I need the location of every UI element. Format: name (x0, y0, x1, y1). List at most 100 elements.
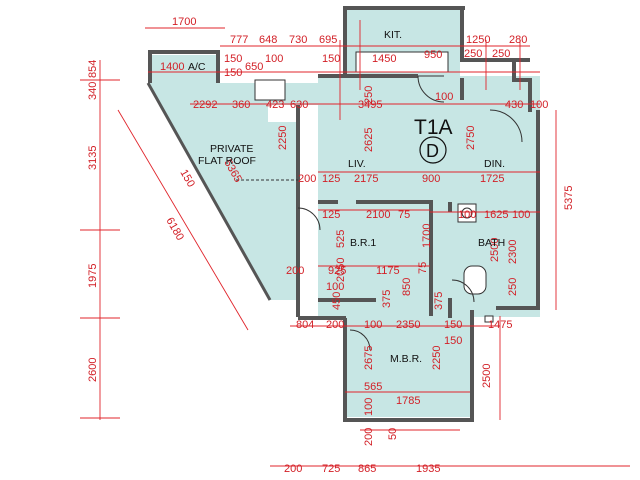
dim-label: 100 (458, 209, 476, 221)
ac-area (148, 55, 218, 83)
shower-tray-icon (484, 315, 494, 323)
bottom-dimensions: 200 725 865 1935 (284, 463, 440, 475)
dim-label: 1785 (396, 395, 420, 407)
dim-label: 2100 (366, 209, 390, 221)
dim-label: 1625 (484, 209, 508, 221)
unit-variant-circle (419, 136, 447, 164)
toilet-icon (463, 265, 487, 295)
dim-label: 340 (87, 82, 99, 100)
room-label-living: LIV. (348, 158, 366, 170)
dim-label: 375 (381, 290, 393, 308)
sink-icon (254, 79, 286, 101)
dim-label: 280 (509, 34, 527, 46)
dim-label: 650 (245, 61, 263, 73)
mbr-door-icon (349, 329, 371, 351)
dim-label: 2050 (335, 258, 347, 282)
dim-label: 854 (87, 60, 99, 78)
dim-label: 2625 (363, 128, 375, 152)
room-label-bedroom: B.R.1 (350, 237, 376, 249)
dim-label: 900 (422, 173, 440, 185)
dim-label: 100 (326, 281, 344, 293)
dim-label: 525 (335, 230, 347, 248)
dim-label: 2250 (431, 346, 443, 370)
room-label-roof-line2: FLAT ROOF (198, 155, 256, 167)
dim-label: 250 (363, 86, 375, 104)
dim-label: 200 (363, 428, 375, 446)
dim-label: 150 (322, 53, 340, 65)
unit-variant-label: D (426, 141, 439, 161)
dim-label: 777 (230, 34, 248, 46)
dim-label: 100 (363, 398, 375, 416)
dim-label: 1935 (416, 463, 440, 475)
dim-label: 1725 (480, 173, 504, 185)
dim-label: 5375 (563, 186, 575, 210)
dim-label: 648 (259, 34, 277, 46)
dim-label: 2750 (465, 126, 477, 150)
dim-label: 1475 (488, 319, 512, 331)
roof-edge (146, 82, 298, 301)
dining-door-icon (489, 109, 523, 143)
living-area (318, 76, 460, 202)
dim-label: 2675 (363, 346, 375, 370)
dim-label: 1450 (372, 53, 396, 65)
dim-label: 430 (505, 99, 523, 111)
dim-label: 200 (298, 173, 316, 185)
dim-label: 200 (286, 265, 304, 277)
dim-label: 200 (284, 463, 302, 475)
dim-label: 3135 (87, 146, 99, 170)
room-labels: KIT. A/C PRIVATE FLAT ROOF LIV. DIN. B.R… (188, 29, 505, 365)
walls (148, 6, 540, 422)
dim-label: 725 (322, 463, 340, 475)
dim-label: 1700 (421, 224, 433, 248)
master-bedroom-area (345, 317, 470, 417)
dim-label: 950 (424, 49, 442, 61)
dim-label: 200 (326, 319, 344, 331)
dim-label: 100 (364, 319, 382, 331)
dim-label: 100 (512, 209, 530, 221)
dim-label: 1250 (466, 34, 490, 46)
private-flat-roof-area (148, 83, 318, 300)
room-label-kitchen: KIT. (384, 29, 402, 41)
dim-label: 865 (358, 463, 376, 475)
dim-label: 2500 (481, 364, 493, 388)
left-dimensions: 854 340 3135 1975 2600 (87, 60, 99, 382)
dim-label: 250 (507, 278, 519, 296)
doors (297, 75, 523, 351)
dim-label: 3495 (358, 99, 382, 111)
dim-label: 150 (444, 319, 462, 331)
dim-label: 925 (328, 265, 346, 277)
unit-type-label: T1A (414, 116, 453, 139)
fixtures (254, 51, 494, 323)
dim-label: 2350 (396, 319, 420, 331)
dim-label: 730 (289, 34, 307, 46)
room-label-bath: BATH (478, 237, 505, 249)
dim-label: 2300 (507, 240, 519, 264)
dim-label: 2292 (193, 99, 217, 111)
dim-label: 630 (290, 99, 308, 111)
dim-label: 850 (401, 278, 413, 296)
dim-label: 1975 (87, 264, 99, 288)
dim-label: 75 (417, 262, 429, 274)
basin-bowl-icon (461, 207, 473, 219)
top-dimensions: 1700 777 648 730 695 1250 280 250 250 (172, 16, 527, 60)
room-label-roof-line1: PRIVATE (210, 143, 253, 155)
ac-zone-dimensions: 1400 150 150 650 100 150 1450 950 2292 3… (160, 49, 548, 111)
dim-label: 565 (364, 381, 382, 393)
dim-label: 100 (435, 91, 453, 103)
dining-area (460, 76, 540, 202)
dim-label: 450 (331, 292, 343, 310)
room-label-master-bedroom: M.B.R. (390, 353, 422, 365)
dim-label: 1400 (160, 61, 184, 73)
dim-label: 150 (224, 67, 242, 79)
dim-label: 2250 (277, 126, 289, 150)
dim-label: 1700 (172, 16, 196, 28)
dim-label: 150 (177, 168, 197, 190)
bath-area (430, 202, 540, 317)
dim-label: 250 (464, 48, 482, 60)
dim-label: 695 (319, 34, 337, 46)
dim-label: 804 (296, 319, 314, 331)
dim-label: 2600 (87, 358, 99, 382)
dim-label: 250 (492, 48, 510, 60)
bedroom-door-icon (297, 207, 321, 231)
